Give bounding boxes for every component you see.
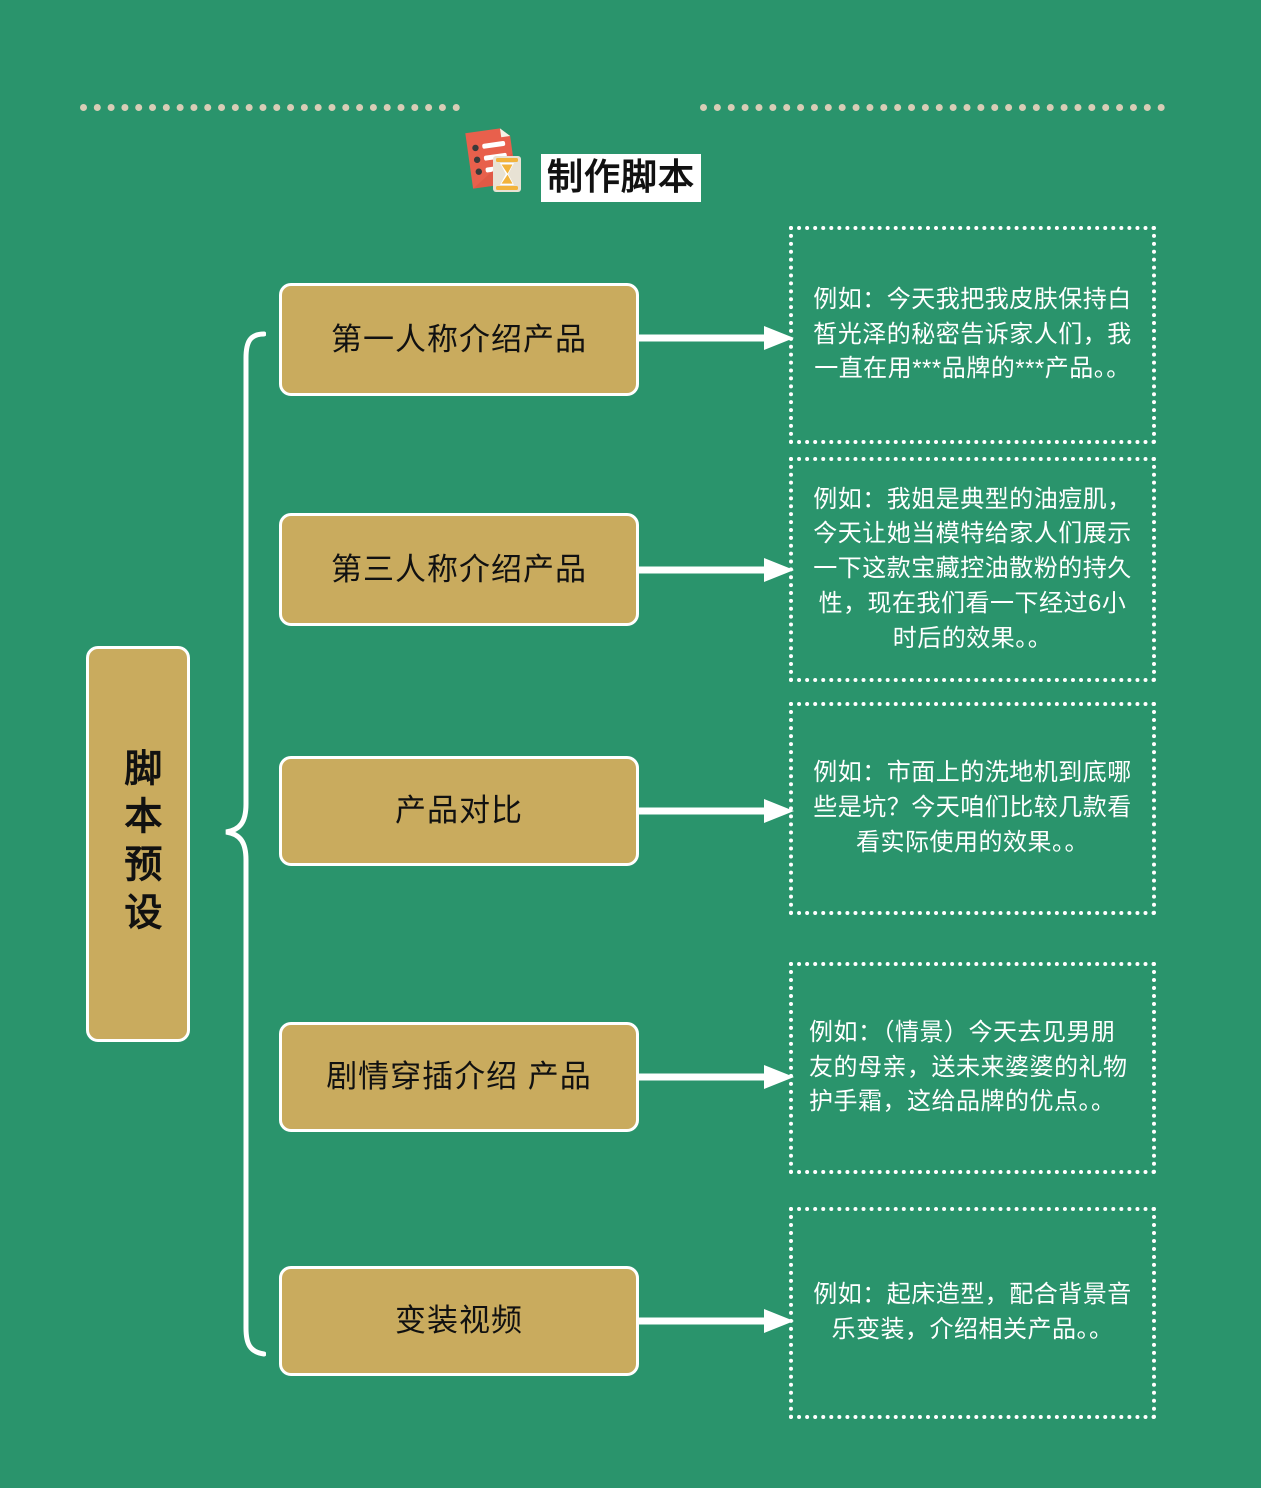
header-dotted-rule-left [80, 104, 460, 111]
page-title: 制作脚本 [541, 154, 702, 202]
example-box-1: 例如：我姐是典型的油痘肌，今天让她当模特给家人们展示一下这款宝藏控油散粉的持久性… [789, 457, 1156, 682]
branch-card-label-1: 第三人称介绍产品 [331, 551, 587, 587]
branch-card-label-3: 剧情穿插介绍 产品 [326, 1059, 592, 1095]
branch-card-label-0: 第一人称介绍产品 [331, 321, 587, 357]
arrow-connector-2 [639, 798, 794, 824]
page-header: 制作脚本 [0, 70, 1261, 202]
example-text-2: 例如：市面上的洗地机到底哪些是坑？今天咱们比较几款看看实际使用的效果。。 [813, 759, 1132, 856]
branch-card-4[interactable]: 变装视频 [279, 1266, 639, 1376]
example-box-4: 例如：起床造型，配合背景音乐变装，介绍相关产品。。 [789, 1207, 1156, 1419]
arrow-connector-0 [639, 325, 794, 351]
branch-card-3[interactable]: 剧情穿插介绍 产品 [279, 1022, 639, 1132]
arrow-connector-4 [639, 1308, 794, 1334]
branch-card-0[interactable]: 第一人称介绍产品 [279, 283, 639, 396]
arrow-connector-1 [639, 557, 794, 583]
branch-card-1[interactable]: 第三人称介绍产品 [279, 513, 639, 626]
brace-connector [206, 330, 267, 1358]
root-node-script-preset[interactable]: 脚本预设 [86, 646, 190, 1042]
root-node-label: 脚本预设 [117, 748, 160, 940]
branch-card-label-4: 变装视频 [395, 1303, 523, 1339]
example-box-2: 例如：市面上的洗地机到底哪些是坑？今天咱们比较几款看看实际使用的效果。。 [789, 702, 1156, 915]
branch-card-2[interactable]: 产品对比 [279, 756, 639, 866]
header-dotted-rule-right [700, 104, 1165, 111]
example-text-1: 例如：我姐是典型的油痘肌，今天让她当模特给家人们展示一下这款宝藏控油散粉的持久性… [813, 485, 1132, 652]
document-hourglass-icon [455, 122, 525, 194]
example-text-3: 例如：（情景）今天去见男朋友的母亲，送未来婆婆的礼物护手霜，这给品牌的优点。。 [809, 1018, 1128, 1116]
branch-card-label-2: 产品对比 [395, 793, 523, 829]
arrow-connector-3 [639, 1064, 794, 1090]
example-text-4: 例如：起床造型，配合背景音乐变装，介绍相关产品。。 [813, 1281, 1132, 1343]
example-box-3: 例如：（情景）今天去见男朋友的母亲，送未来婆婆的礼物护手霜，这给品牌的优点。。 [789, 962, 1156, 1174]
example-box-0: 例如：今天我把我皮肤保持白皙光泽的秘密告诉家人们，我一直在用***品牌的***产… [789, 226, 1156, 444]
example-text-0: 例如：今天我把我皮肤保持白皙光泽的秘密告诉家人们，我一直在用***品牌的***产… [813, 285, 1132, 383]
